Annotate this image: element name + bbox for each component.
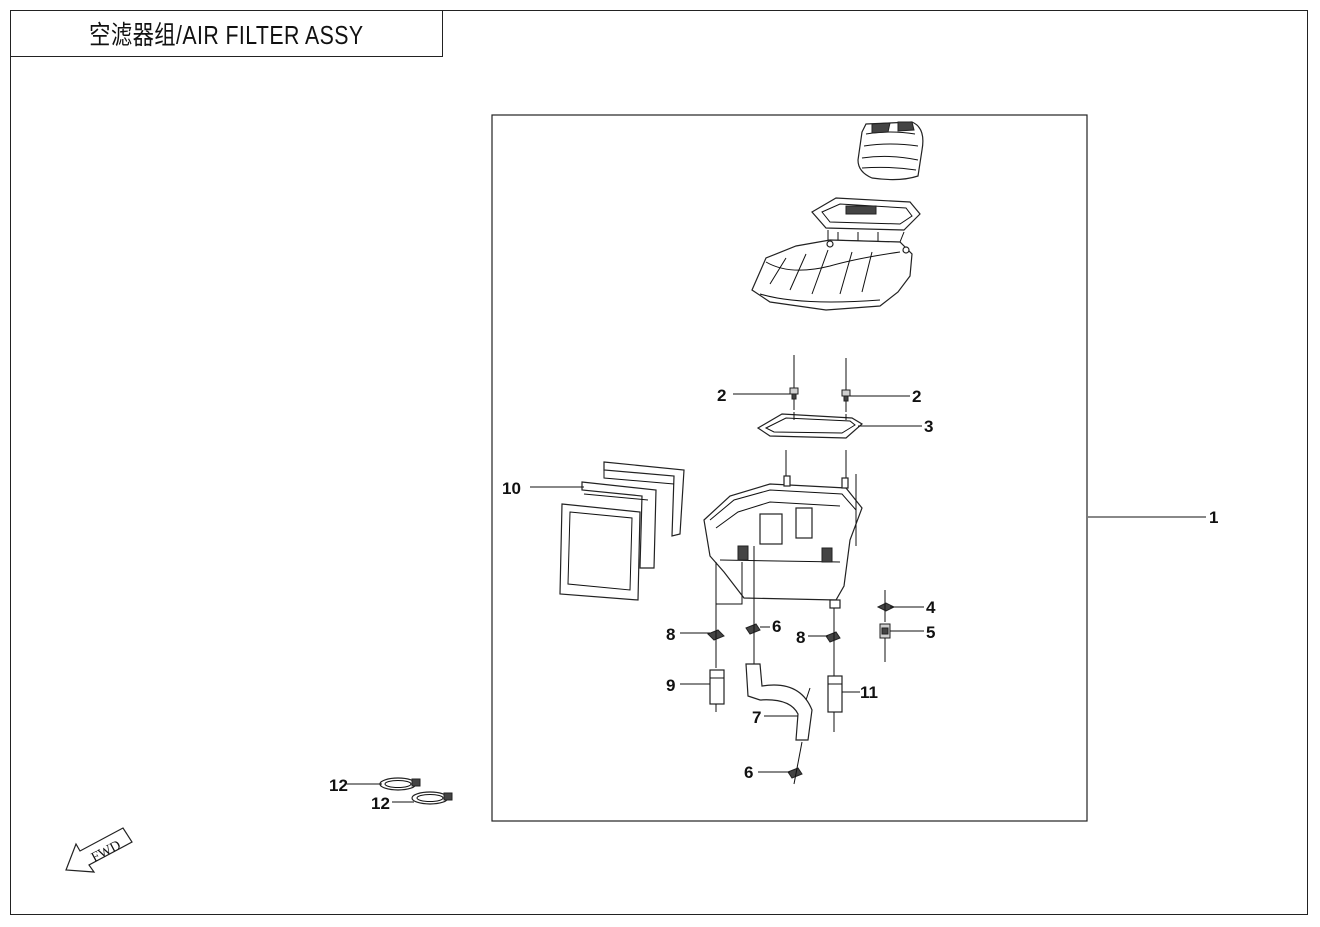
clip-part-4 [876,590,896,622]
callout-1: 1 [1209,508,1218,527]
callout-5: 5 [926,623,935,642]
callout-8-right: 8 [796,628,805,647]
callout-8-left: 8 [666,625,675,644]
drain-plug-part-5 [879,623,891,662]
callout-2-right: 2 [912,387,921,406]
callout-7: 7 [752,708,761,727]
drain-tube-part-9 [709,669,725,712]
drain-hose-part-7 [745,663,813,741]
callout-12-b: 12 [371,794,390,813]
callout-9: 9 [666,676,675,695]
assembly-boundary-box [491,114,1088,822]
intake-duct [857,121,924,181]
filter-cover-plate [811,197,921,243]
callout-3: 3 [924,417,933,436]
callout-6-upper: 6 [772,617,781,636]
callout-4: 4 [926,598,936,617]
clamp-part-6-upper [745,546,761,668]
upper-housing-lid [751,239,913,311]
diagram-title: 空滤器组/AIR FILTER ASSY [89,20,364,50]
hose-clamp-right [825,608,841,676]
callout-6-lower: 6 [744,763,753,782]
clamp-part-6-lower [787,741,803,785]
forward-direction-arrow: FWD [65,827,133,873]
filter-element [559,461,685,601]
drawing-frame [10,10,1308,915]
title-block: 空滤器组/AIR FILTER ASSY [10,10,443,57]
clamp-part-12-a [379,777,421,791]
clamp-part-12-b [411,791,453,805]
lower-housing [703,450,863,609]
callout-labels: 1 2 2 3 10 4 5 8 6 8 9 11 7 6 12 12 [329,386,1218,813]
tube-part-11 [827,675,843,732]
screw-right [841,358,851,412]
screw-left [789,355,799,410]
callout-2-left: 2 [717,386,726,405]
callout-12-a: 12 [329,776,348,795]
callout-11: 11 [860,683,878,702]
callout-10: 10 [502,479,521,498]
leader-lines [347,393,1206,803]
hose-clamp-left [707,562,743,668]
gasket [756,412,864,439]
